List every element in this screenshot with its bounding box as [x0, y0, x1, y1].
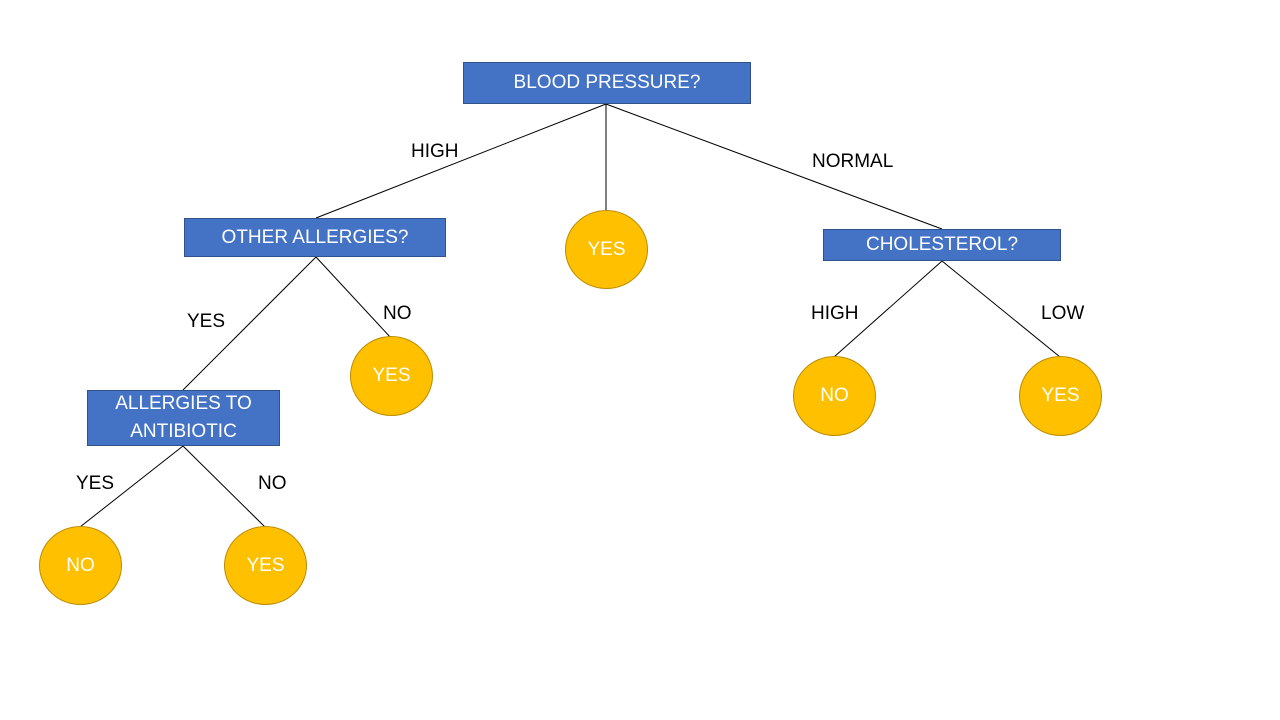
node-other-allergies-label: OTHER ALLERGIES? [221, 226, 409, 248]
edge-other-yes [182, 256, 317, 391]
edge-chol-high [833, 260, 943, 358]
leaf-antibiotic-no-yes: YES [224, 526, 307, 605]
leaf-cholesterol-low-yes: YES [1019, 356, 1102, 436]
edge-anti-yes [79, 445, 184, 528]
node-allergies-to-antibiotic-label: ALLERGIES TO ANTIBIOTIC [115, 393, 252, 442]
edge-label-other-yes: YES [187, 311, 226, 332]
node-blood-pressure: BLOOD PRESSURE? [463, 62, 751, 104]
edge-root-high [315, 103, 607, 219]
edge-root-normal [605, 103, 943, 230]
leaf-label: YES [1041, 385, 1080, 406]
node-cholesterol-label: CHOLESTEROL? [865, 234, 1019, 255]
edge-label-cholesterol-low: LOW [1041, 303, 1085, 324]
leaf-center-yes: YES [565, 210, 648, 289]
node-cholesterol: CHOLESTEROL? [823, 229, 1061, 261]
leaf-label: YES [372, 365, 411, 386]
edge-label-other-no: NO [383, 303, 412, 324]
edge-chol-low [941, 260, 1061, 358]
node-other-allergies: OTHER ALLERGIES? [184, 218, 446, 257]
node-allergies-to-antibiotic: ALLERGIES TO ANTIBIOTIC [87, 390, 280, 446]
edge-label-cholesterol-high: HIGH [811, 303, 859, 324]
leaf-antibiotic-yes-no: NO [39, 526, 122, 605]
edge-label-root-high: HIGH [411, 141, 459, 162]
edge-anti-no [182, 445, 266, 528]
leaf-cholesterol-high-no: NO [793, 356, 876, 436]
edge-label-antibiotic-yes: YES [76, 473, 115, 494]
leaf-other-no-yes: YES [350, 336, 433, 416]
edge-label-antibiotic-no: NO [258, 473, 287, 494]
edge-other-no [315, 256, 392, 339]
leaf-label: YES [587, 238, 626, 260]
node-blood-pressure-label: BLOOD PRESSURE? [513, 72, 701, 93]
leaf-label: YES [246, 554, 285, 576]
leaf-label: NO [820, 385, 849, 406]
leaf-label: NO [66, 554, 95, 576]
edge-label-root-normal: NORMAL [812, 151, 894, 172]
